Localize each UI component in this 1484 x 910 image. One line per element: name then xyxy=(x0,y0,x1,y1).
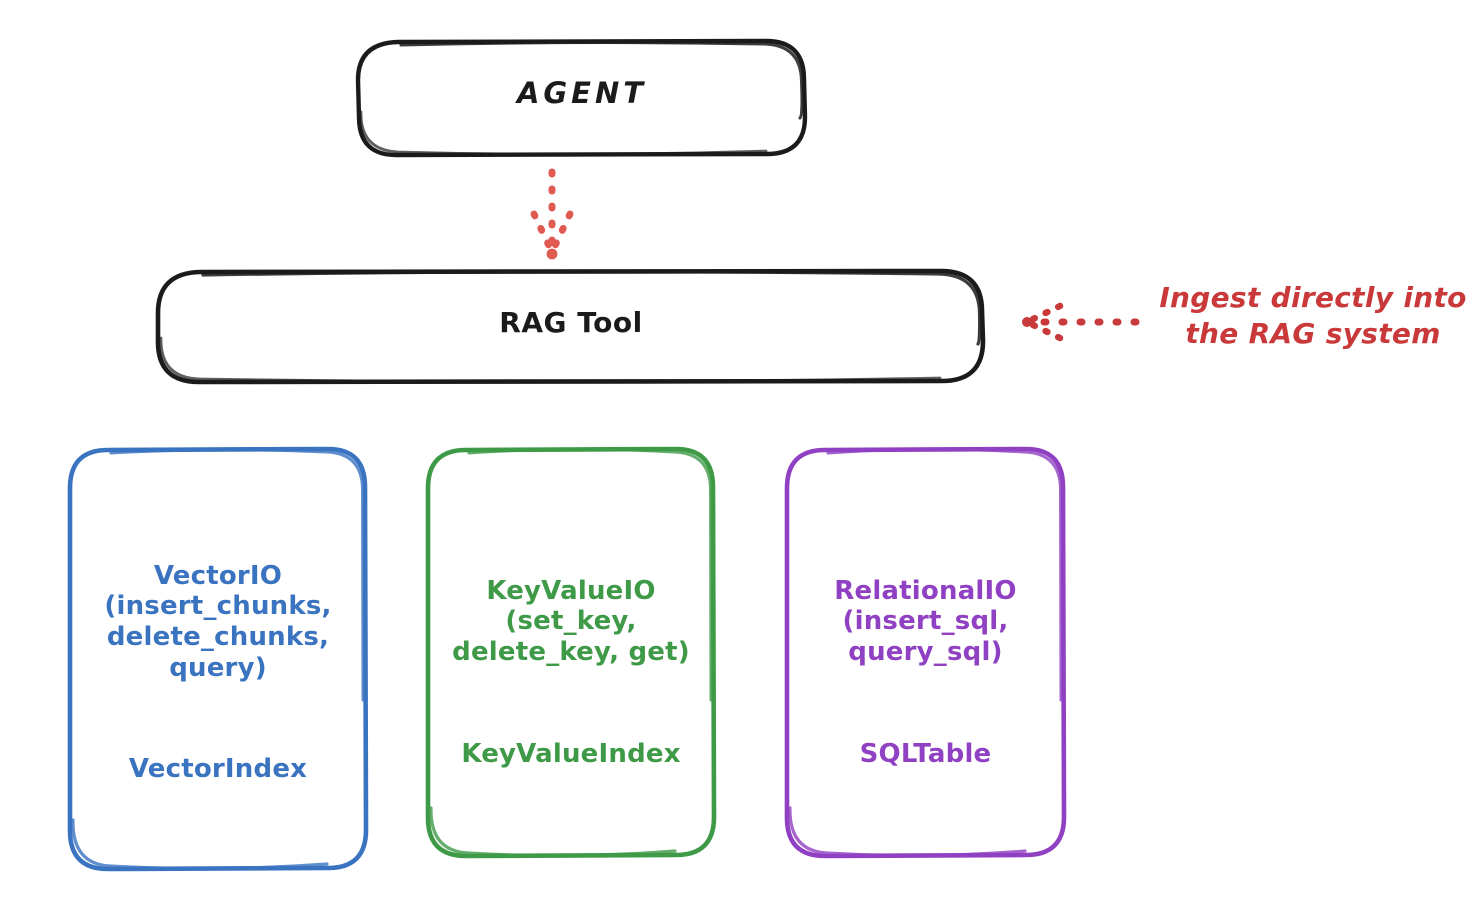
vector-io-label-group: VectorIO (insert_chunks, delete_chunks, … xyxy=(70,530,366,816)
key-value-io-label-group: KeyValueIO (set_key, delete_key, get) Ke… xyxy=(428,545,714,800)
vector-index-label: VectorIndex xyxy=(128,754,308,785)
vector-io-api-label: VectorIO (insert_chunks, delete_chunks, … xyxy=(104,560,332,683)
agent-to-rag-tool-arrow xyxy=(530,168,574,260)
ingest-annotation-text: Ingest directly into the RAG system xyxy=(1159,281,1467,351)
relational-io-api-label: RelationalIO (insert_sql, query_sql) xyxy=(834,575,1017,668)
agent-label: AGENT xyxy=(516,76,648,110)
key-value-io-api-label: KeyValueIO (set_key, delete_key, get) xyxy=(452,575,690,668)
relational-io-label-group: RelationalIO (insert_sql, query_sql) SQL… xyxy=(787,545,1064,800)
ingest-annotation-arrow xyxy=(1022,302,1140,342)
sql-table-label: SQLTable xyxy=(859,738,992,769)
rag-tool-label: RAG Tool xyxy=(499,306,643,339)
key-value-index-label: KeyValueIndex xyxy=(461,738,681,769)
